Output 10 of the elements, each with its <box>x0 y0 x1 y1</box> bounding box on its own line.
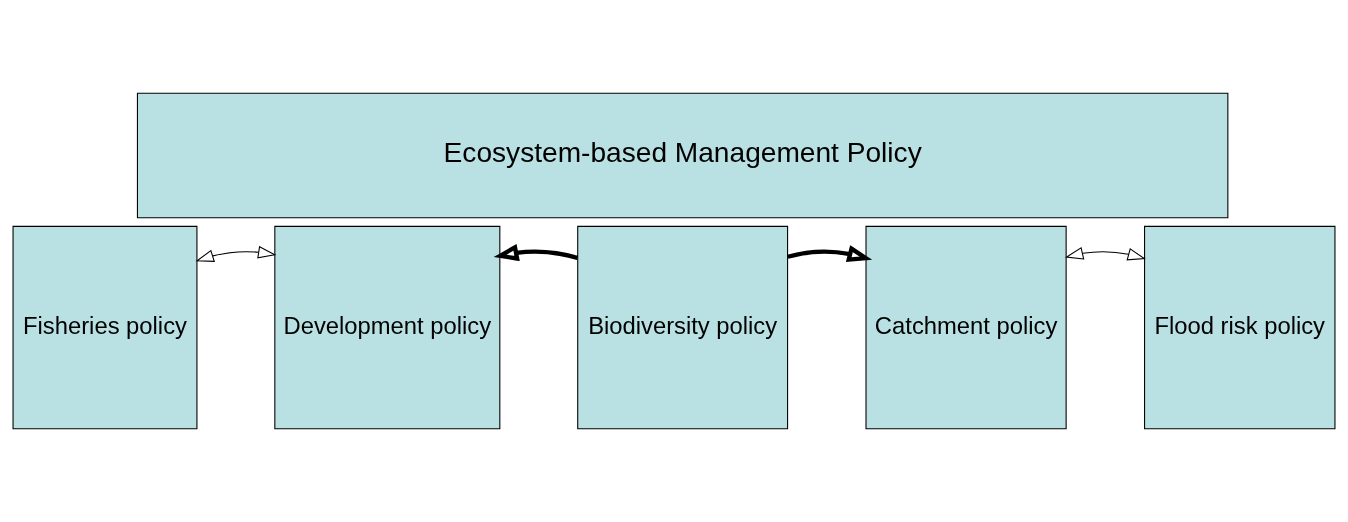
node-box: Catchment policy <box>865 225 1067 430</box>
node-box: Biodiversity policy <box>577 225 789 430</box>
node-box: Development policy <box>274 225 501 430</box>
arrow <box>1064 247 1146 261</box>
arrow <box>787 245 873 263</box>
arrow <box>493 243 579 262</box>
node-box: Flood risk policy <box>1144 225 1336 430</box>
node-box: Fisheries policy <box>12 225 198 430</box>
node-box: Ecosystem-based Management Policy <box>136 92 1229 219</box>
arrow <box>195 245 277 262</box>
